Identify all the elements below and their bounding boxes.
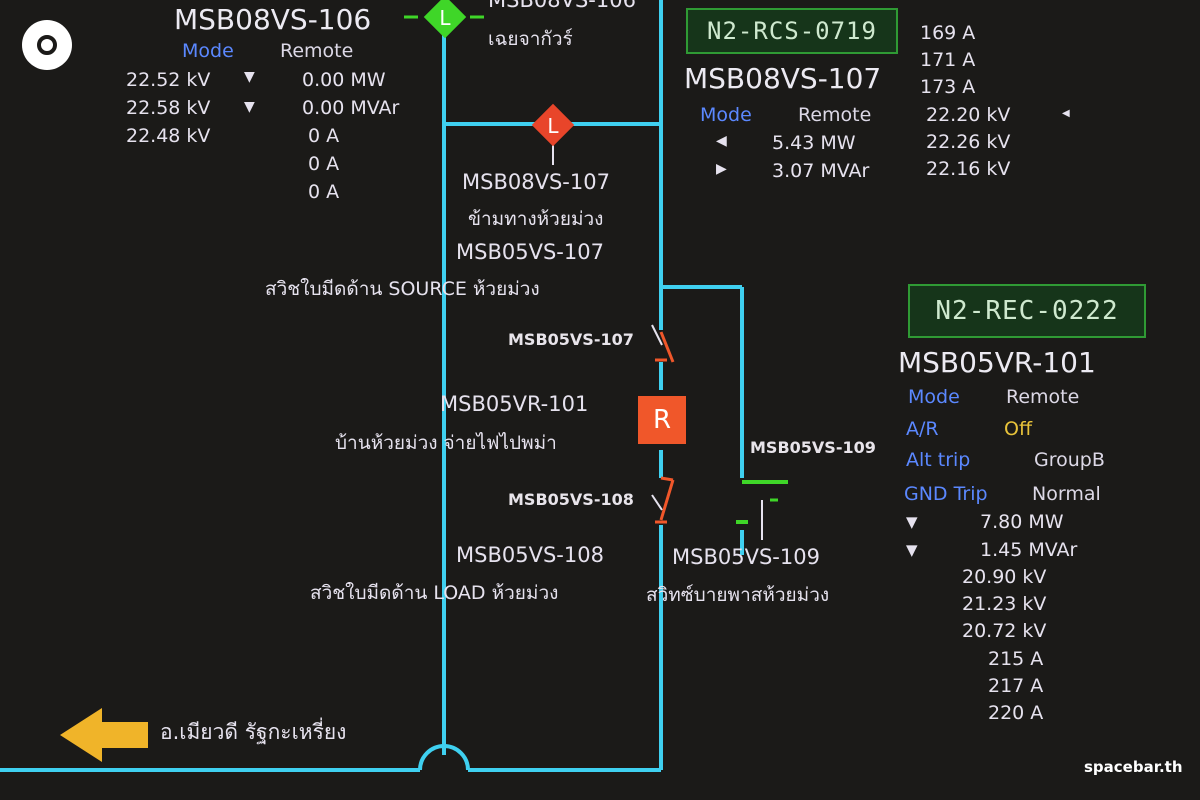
bypass-switch-thai-label: สวิทซ์บายพาสห้วยม่วง (646, 584, 830, 606)
rec-current-1: 215 A (988, 648, 1044, 670)
rcs-power-mw: 5.43 MW (772, 132, 856, 154)
rec-alt-trip-label: Alt trip (906, 449, 971, 471)
middle-switch-label: MSB08VS-107 (462, 170, 610, 194)
source-switch-short-label[interactable]: MSB05VS-107 (508, 330, 634, 349)
source-switch-label: MSB05VS-107 (456, 240, 604, 264)
down-triangle-icon: ▼ (244, 69, 255, 85)
rcs-current-3: 173 A (920, 76, 976, 98)
left-voltage-2: 22.58 kV (126, 97, 211, 119)
top-switch-marker: L (439, 6, 451, 30)
recloser-label: MSB05VR-101 (440, 392, 589, 416)
rcs-voltage-1: 22.20 kV (926, 104, 1011, 126)
rcs-current-2: 171 A (920, 49, 976, 71)
destination-label: อ.เมียวดี รัฐกะเหรี่ยง (160, 720, 347, 744)
rec-current-3: 220 A (988, 702, 1044, 724)
rec-power-mw: 7.80 MW (980, 511, 1064, 533)
rec-voltage-1: 20.90 kV (962, 566, 1047, 588)
rec-alt-trip-value: GroupB (1034, 449, 1105, 471)
left-triangle-icon: ◀ (716, 133, 727, 149)
right-triangle-icon: ▶ (716, 161, 727, 177)
left-current-3: 0 A (308, 181, 340, 203)
rec-ar-label: A/R (906, 418, 939, 440)
rcs-voltage-3: 22.16 kV (926, 158, 1011, 180)
top-switch-label: MSB08VS-106 (488, 0, 636, 12)
rcs-current-1: 169 A (920, 22, 976, 44)
left-power-mvar: 0.00 MVAr (302, 97, 400, 119)
down-triangle-icon: ▼ (244, 99, 255, 115)
rec-power-mvar: 1.45 MVAr (980, 539, 1078, 561)
rec-gnd-trip-value: Normal (1032, 483, 1101, 505)
arrow-left-icon (60, 708, 148, 762)
load-switch-label: MSB05VS-108 (456, 543, 604, 567)
rcs-device-tag[interactable]: N2-RCS-0719 (686, 8, 898, 54)
rec-panel-title: MSB05VR-101 (898, 346, 1096, 379)
recloser-button[interactable]: R (638, 396, 686, 444)
left-voltage-3: 22.48 kV (126, 125, 211, 147)
source-switch-thai-label: สวิชใบมีดด้าน SOURCE ห้วยม่วง (265, 278, 540, 300)
recloser-thai-label: บ้านห้วยม่วง จ่ายไฟไปพม่า (335, 432, 557, 454)
rec-mode-value: Remote (1006, 386, 1080, 408)
rec-mode-label: Mode (908, 386, 960, 408)
rcs-power-mvar: 3.07 MVAr (772, 160, 870, 182)
rec-device-tag[interactable]: N2-REC-0222 (908, 284, 1146, 338)
middle-switch-marker: L (547, 114, 559, 138)
middle-switch-thai-label: ข้ามทางห้วยม่วง (468, 208, 604, 230)
rec-gnd-trip-label: GND Trip (904, 483, 988, 505)
left-mode-label: Mode (182, 40, 234, 62)
left-power-mw: 0.00 MW (302, 69, 386, 91)
rec-voltage-2: 21.23 kV (962, 593, 1047, 615)
spacebar-logo (22, 20, 72, 70)
left-triangle-icon: ◀ (1062, 108, 1070, 119)
left-current-1: 0 A (308, 125, 340, 147)
left-voltage-1: 22.52 kV (126, 69, 211, 91)
top-switch-thai-label: เฉยจากัวร์ (488, 28, 573, 50)
bypass-switch-short-label[interactable]: MSB05VS-109 (750, 438, 876, 457)
left-current-2: 0 A (308, 153, 340, 175)
rec-ar-value: Off (1004, 418, 1033, 440)
down-triangle-icon: ▼ (906, 513, 918, 531)
bypass-switch-label: MSB05VS-109 (672, 545, 820, 569)
rcs-mode-label: Mode (700, 104, 752, 126)
load-switch-short-label[interactable]: MSB05VS-108 (508, 490, 634, 509)
left-mode-value: Remote (280, 40, 354, 62)
rcs-voltage-2: 22.26 kV (926, 131, 1011, 153)
rec-voltage-3: 20.72 kV (962, 620, 1047, 642)
rcs-mode-value: Remote (798, 104, 872, 126)
load-switch-thai-label: สวิชใบมีดด้าน LOAD ห้วยม่วง (310, 582, 559, 604)
down-triangle-icon: ▼ (906, 541, 918, 559)
watermark: spacebar.th (1084, 758, 1183, 776)
rec-current-2: 217 A (988, 675, 1044, 697)
rcs-panel-title: MSB08VS-107 (684, 62, 882, 95)
left-panel-title: MSB08VS-106 (174, 3, 372, 36)
